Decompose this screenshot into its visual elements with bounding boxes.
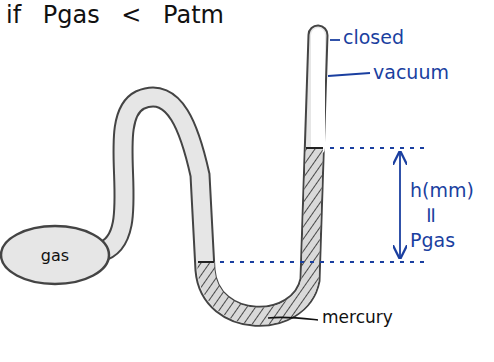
equals-sign: =: [419, 206, 443, 224]
mercury-level: [306, 147, 323, 149]
heading: if Pgas < Patm: [6, 2, 224, 28]
mercury-level: [198, 261, 214, 263]
leader-line: [268, 317, 318, 320]
tube: [100, 35, 318, 316]
part-label: vacuum: [373, 62, 449, 83]
mercury-column: [206, 148, 314, 316]
dimension-label: h(mm): [410, 180, 474, 201]
part-label: mercury: [322, 308, 393, 327]
pressure-label: Pgas: [410, 230, 455, 251]
gas-bulb: gas: [0, 224, 111, 286]
part-label: closed: [343, 27, 404, 48]
node-label: gas: [41, 246, 69, 265]
